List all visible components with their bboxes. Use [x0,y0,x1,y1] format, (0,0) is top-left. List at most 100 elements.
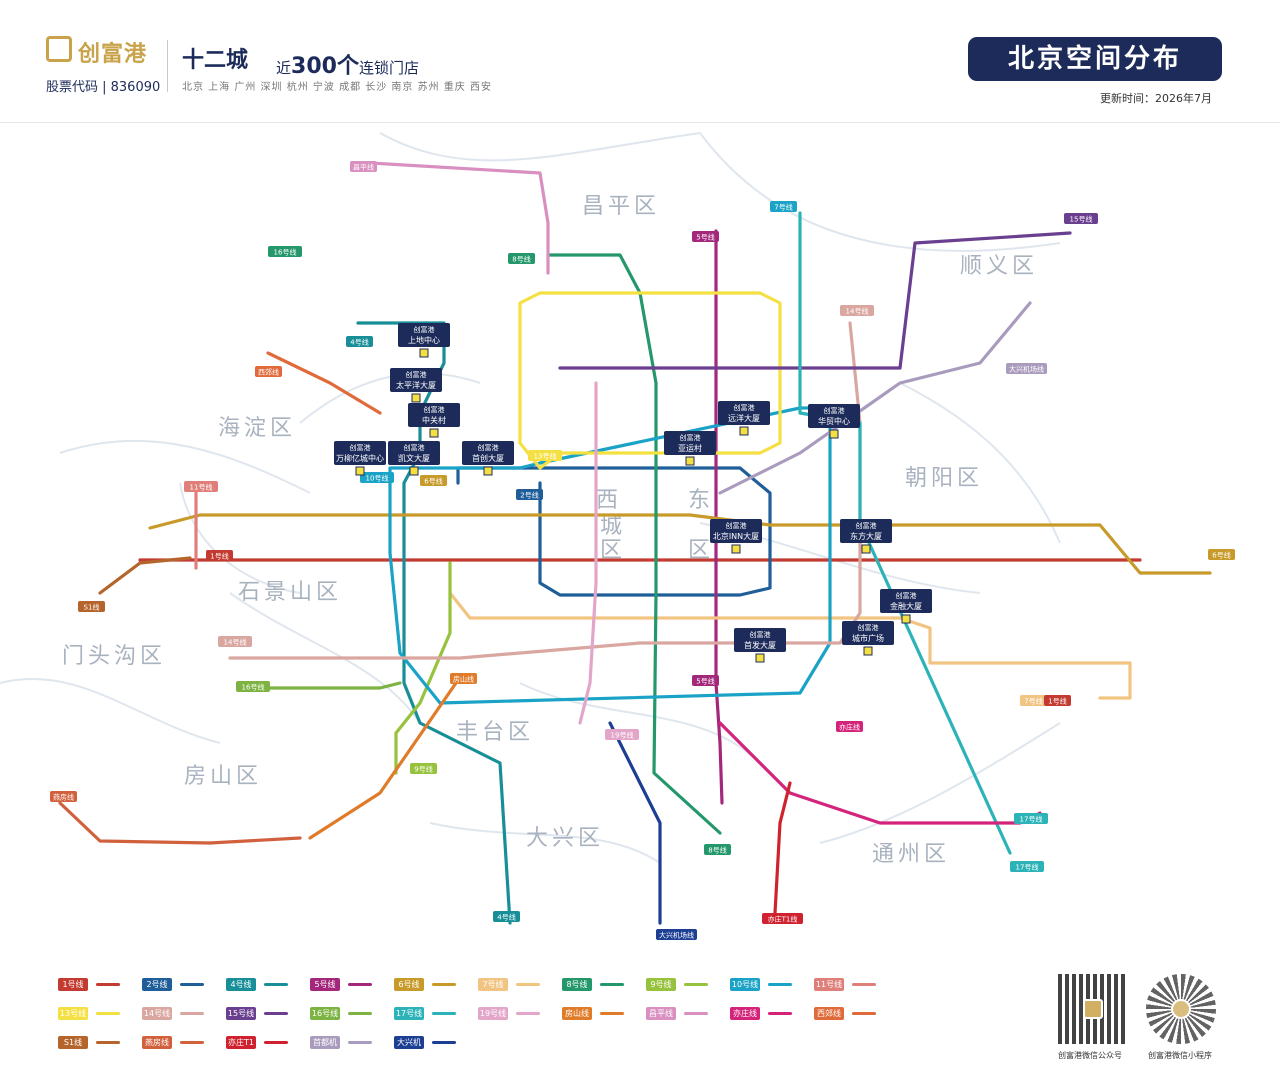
legend-line-badge: 房山线 [562,1007,592,1020]
store-markers[interactable]: 创富港上地中心创富港太平洋大厦创富港中关村创富港万柳亿城中心创富港凯文大厦创富港… [334,323,932,663]
legend-line-swatch [180,1041,204,1044]
district-boundary [899,382,1061,544]
legend-line-swatch [432,983,456,986]
district-boundary [819,722,1061,844]
legend-line-swatch [600,983,624,986]
store-marker-box[interactable] [842,621,894,645]
line-badge-label: 5号线 [696,677,714,686]
store-marker-box[interactable] [398,323,450,347]
line-badge [704,844,731,855]
legend-line-badge: 11号线 [814,978,844,991]
line-badge-label: 1号线 [1048,697,1066,706]
legend-line-badge: 燕房线 [142,1036,172,1049]
store-name: 华贸中心 [818,416,850,426]
line-badge [206,550,233,561]
line-badge [50,791,77,802]
store-pin-icon [429,428,439,438]
district-boundary [229,592,421,724]
store-brand: 创富港 [824,406,845,415]
line-badge-label: 10号线 [366,474,389,483]
store-marker-box[interactable] [462,441,514,465]
line-badge-label: 15号线 [1070,215,1093,224]
district-label: 顺义区 [960,254,1038,279]
store-marker-box[interactable] [880,589,932,613]
line-badge-label: 4号线 [350,338,368,347]
line-badge-label: 8号线 [512,255,530,264]
line-badge-label: 昌平线 [353,163,374,172]
district-boundary [519,682,761,764]
legend-line-swatch [684,983,708,986]
legend-line-swatch [348,1041,372,1044]
line-badge-label: 西郊线 [258,368,279,377]
district-boundary [379,132,701,162]
legend-line-badge: 10号线 [730,978,760,991]
legend-line-badge: 2号线 [142,978,172,991]
subway-map[interactable]: 昌平区顺义区海淀区朝阳区西城东区区石景山区门头沟区丰台区房山区大兴区通州区 昌平… [0,123,1280,963]
district-label: 大兴区 [526,826,604,851]
line-badge [840,305,874,316]
store-marker-box[interactable] [390,368,442,392]
store-brand: 创富港 [896,591,917,600]
store-marker-box[interactable] [408,403,460,427]
legend-line-swatch [768,983,792,986]
store-pin-icon [731,544,741,554]
line-badge-label: 亦庄线 [839,723,860,732]
line-badge [762,913,803,924]
district-label: 城 [600,514,626,539]
district-label: 区 [600,538,626,563]
store-marker-box[interactable] [808,404,860,428]
divider [167,40,168,92]
store-name: 万柳亿城中心 [336,453,384,463]
legend-line-swatch [348,983,372,986]
store-marker-box[interactable] [664,431,716,455]
line-badge-label: 燕房线 [53,793,74,802]
district-labels: 昌平区顺义区海淀区朝阳区西城东区区石景山区门头沟区丰台区房山区大兴区通州区 [62,194,1038,867]
stock-code: 股票代码 | 836090 [46,80,161,95]
store-count-prefix: 近 [276,59,292,77]
cities-title: 十二城 [182,48,249,73]
subway-line [448,591,1132,700]
line-badge-label: 14号线 [224,638,247,647]
line-badge [268,246,302,257]
legend-line-badge: S1线 [58,1036,88,1049]
store-marker-box[interactable] [334,441,386,465]
line-badge [692,231,719,242]
legend-line-swatch [348,1012,372,1015]
store-marker-box[interactable] [840,519,892,543]
line-badge-label: 6号线 [1212,551,1230,560]
store-brand: 创富港 [750,630,771,639]
line-badge [493,911,520,922]
line-badge-label: 17号线 [1016,863,1039,872]
line-badge-label: 大兴机场线 [1009,365,1044,374]
line-badge [656,929,697,940]
store-pin-icon [411,393,421,403]
store-marker-box[interactable] [718,401,770,425]
line-badge-label: 4号线 [497,913,515,922]
page-title: 北京空间分布 [968,37,1222,81]
legend-line-badge: 亦庄T1线 [226,1036,256,1060]
subway-line [258,681,402,690]
store-marker-box[interactable] [388,441,440,465]
store-brand: 创富港 [406,370,427,379]
subway-line [58,801,302,845]
store-marker-box[interactable] [734,628,786,652]
store-marker-box[interactable] [710,519,762,543]
legend-line-badge: 7号线 [478,978,508,991]
legend-line-badge: 17号线 [394,1007,424,1020]
store-name: 远洋大厦 [728,413,760,423]
line-badge [1014,813,1048,824]
